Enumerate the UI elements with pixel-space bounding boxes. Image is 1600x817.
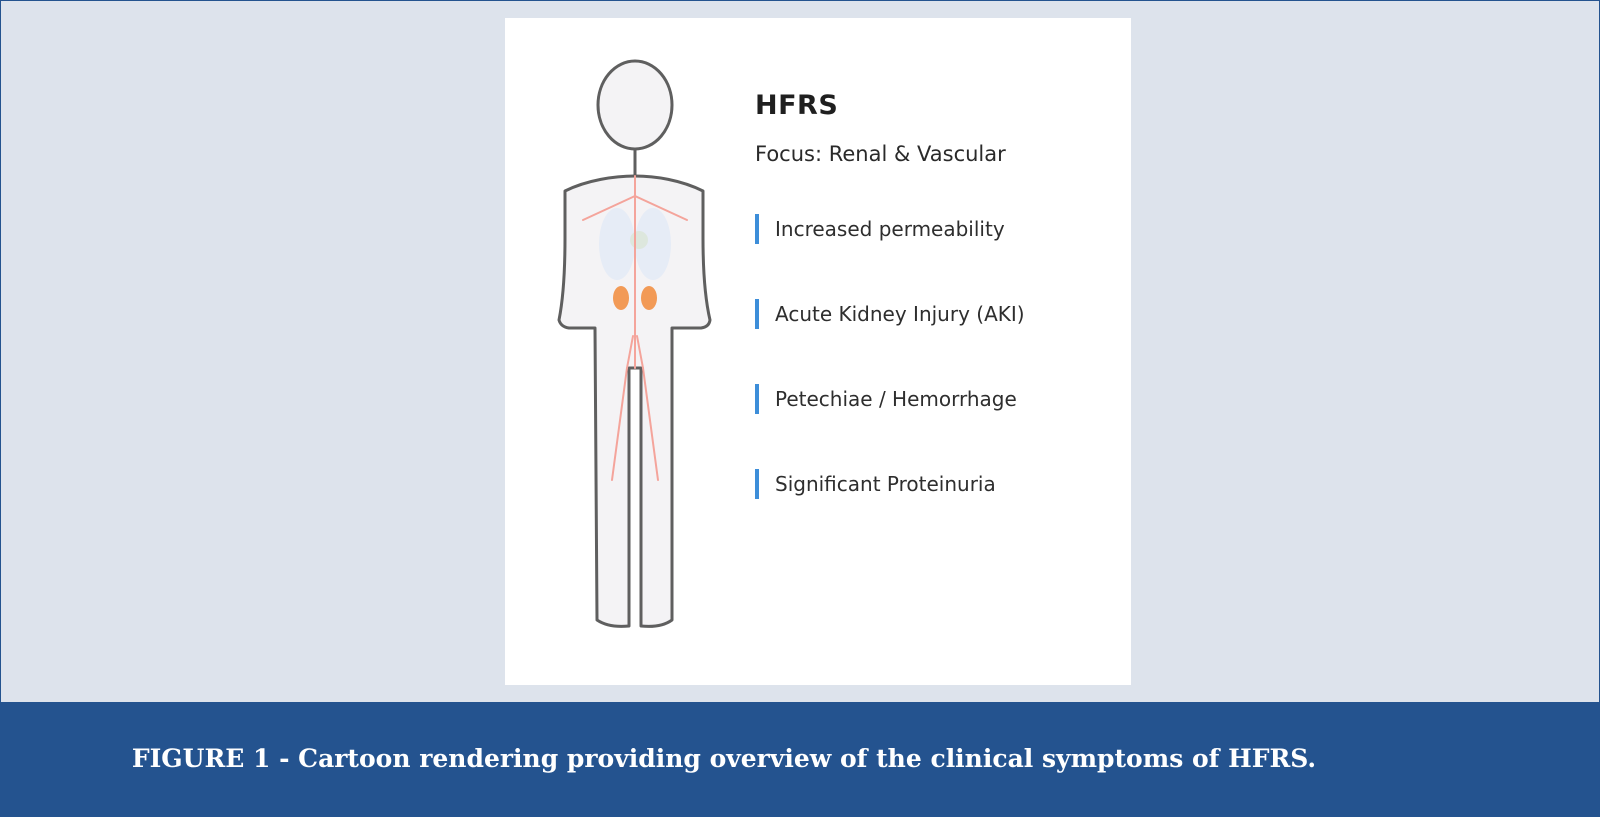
body-head bbox=[596, 59, 674, 151]
figure-heading: HFRS bbox=[755, 90, 839, 121]
figure-subheading: Focus: Renal & Vascular bbox=[755, 142, 1006, 166]
lung-right bbox=[635, 208, 671, 280]
symptom-item: Significant Proteinuria bbox=[755, 469, 1025, 499]
symptom-item: Increased permeability bbox=[755, 214, 1025, 244]
lung-left bbox=[599, 208, 635, 280]
blood-vessels bbox=[582, 175, 688, 481]
accent-bar-icon bbox=[755, 469, 759, 499]
symptom-label: Increased permeability bbox=[775, 217, 1005, 241]
accent-bar-icon bbox=[755, 299, 759, 329]
accent-bar-icon bbox=[755, 384, 759, 414]
kidney-left bbox=[613, 286, 629, 310]
heart bbox=[630, 231, 648, 249]
symptom-label: Petechiae / Hemorrhage bbox=[775, 387, 1017, 411]
symptom-item: Acute Kidney Injury (AKI) bbox=[755, 299, 1025, 329]
accent-bar-icon bbox=[755, 214, 759, 244]
symptom-label: Acute Kidney Injury (AKI) bbox=[775, 302, 1025, 326]
caption-band: FIGURE 1 - Cartoon rendering providing o… bbox=[1, 702, 1599, 816]
symptom-item: Petechiae / Hemorrhage bbox=[755, 384, 1025, 414]
symptom-list: Increased permeability Acute Kidney Inju… bbox=[755, 214, 1025, 554]
figure-panel: HFRS Focus: Renal & Vascular Increased p… bbox=[505, 18, 1131, 685]
symptom-label: Significant Proteinuria bbox=[775, 472, 996, 496]
kidney-right bbox=[641, 286, 657, 310]
human-body-illustration bbox=[557, 59, 712, 628]
figure-caption: FIGURE 1 - Cartoon rendering providing o… bbox=[131, 744, 1317, 773]
